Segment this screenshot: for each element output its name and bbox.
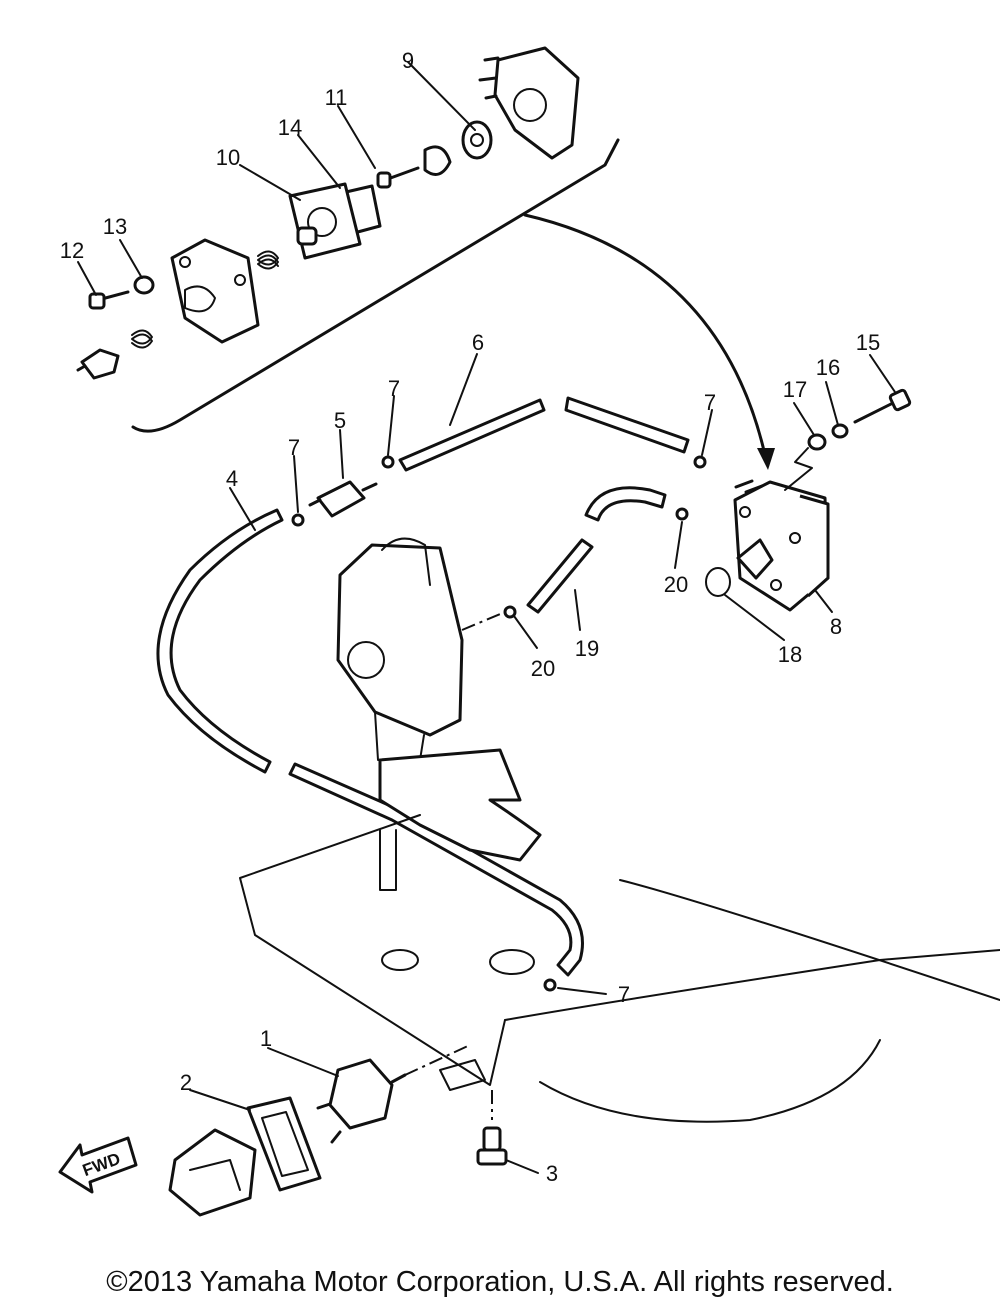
washer-17 <box>807 433 827 451</box>
bottom-cowling <box>239 748 1000 1123</box>
copyright-notice: ©2013 Yamaha Motor Corporation, U.S.A. A… <box>106 1266 894 1298</box>
spring-upper <box>257 250 279 270</box>
o-ring-18 <box>705 567 731 597</box>
callout-12: 12 <box>60 238 84 263</box>
diaphragm-9 <box>461 120 493 160</box>
leader-pump-bolt <box>784 447 813 491</box>
callout-numbers: 9 11 14 10 13 12 15 16 17 6 7 7 5 7 4 20… <box>60 48 880 1186</box>
leader-lines <box>77 61 896 1174</box>
washer-16 <box>831 423 849 439</box>
screw-11 <box>376 145 452 189</box>
carburetor <box>336 537 506 761</box>
gasket-2 <box>246 1096 322 1192</box>
callout-14: 14 <box>278 115 302 140</box>
hose-19 <box>526 486 667 614</box>
callout-8: 8 <box>830 614 842 639</box>
detail-inset <box>131 138 775 470</box>
fuel-pump-8 <box>733 479 830 612</box>
callout-20-b: 20 <box>531 656 555 681</box>
fwd-arrow-icon: FWD <box>58 1136 138 1194</box>
callout-16: 16 <box>816 355 840 380</box>
callout-13: 13 <box>103 214 127 239</box>
hose-4 <box>156 508 584 977</box>
pump-body <box>170 238 260 344</box>
fuel-connector <box>168 1128 257 1217</box>
callout-3: 3 <box>546 1161 558 1186</box>
callout-20-a: 20 <box>664 572 688 597</box>
callout-1: 1 <box>260 1026 272 1051</box>
bolt-15 <box>853 388 912 424</box>
callout-7-d: 7 <box>618 982 630 1007</box>
callout-2: 2 <box>180 1070 192 1095</box>
callout-7-c: 7 <box>288 435 300 460</box>
callout-17: 17 <box>783 377 807 402</box>
bolt-12 <box>88 290 130 310</box>
fuel-joint-1 <box>316 1044 471 1144</box>
callout-19: 19 <box>575 636 599 661</box>
valve-assembly <box>76 348 120 380</box>
callout-18: 18 <box>778 642 802 667</box>
spring-lower <box>131 329 153 349</box>
fuel-filter-5 <box>308 480 378 518</box>
callout-15: 15 <box>856 330 880 355</box>
clips <box>291 455 707 992</box>
callout-4: 4 <box>226 466 238 491</box>
fuel-pump-cover <box>478 46 580 160</box>
washer-13 <box>133 275 155 295</box>
callout-9: 9 <box>402 48 414 73</box>
callout-11: 11 <box>325 85 348 110</box>
callout-7-b: 7 <box>704 390 716 415</box>
diaphragm-10 <box>288 182 362 260</box>
drain-screw-3 <box>476 1090 508 1166</box>
hose-6 <box>398 396 690 472</box>
callout-10: 10 <box>216 145 240 170</box>
callout-7-a: 7 <box>388 376 400 401</box>
callout-5: 5 <box>334 408 346 433</box>
callout-6: 6 <box>472 330 484 355</box>
fuel-system-exploded-diagram: FWD 9 11 14 10 13 12 15 16 <box>58 46 1000 1217</box>
